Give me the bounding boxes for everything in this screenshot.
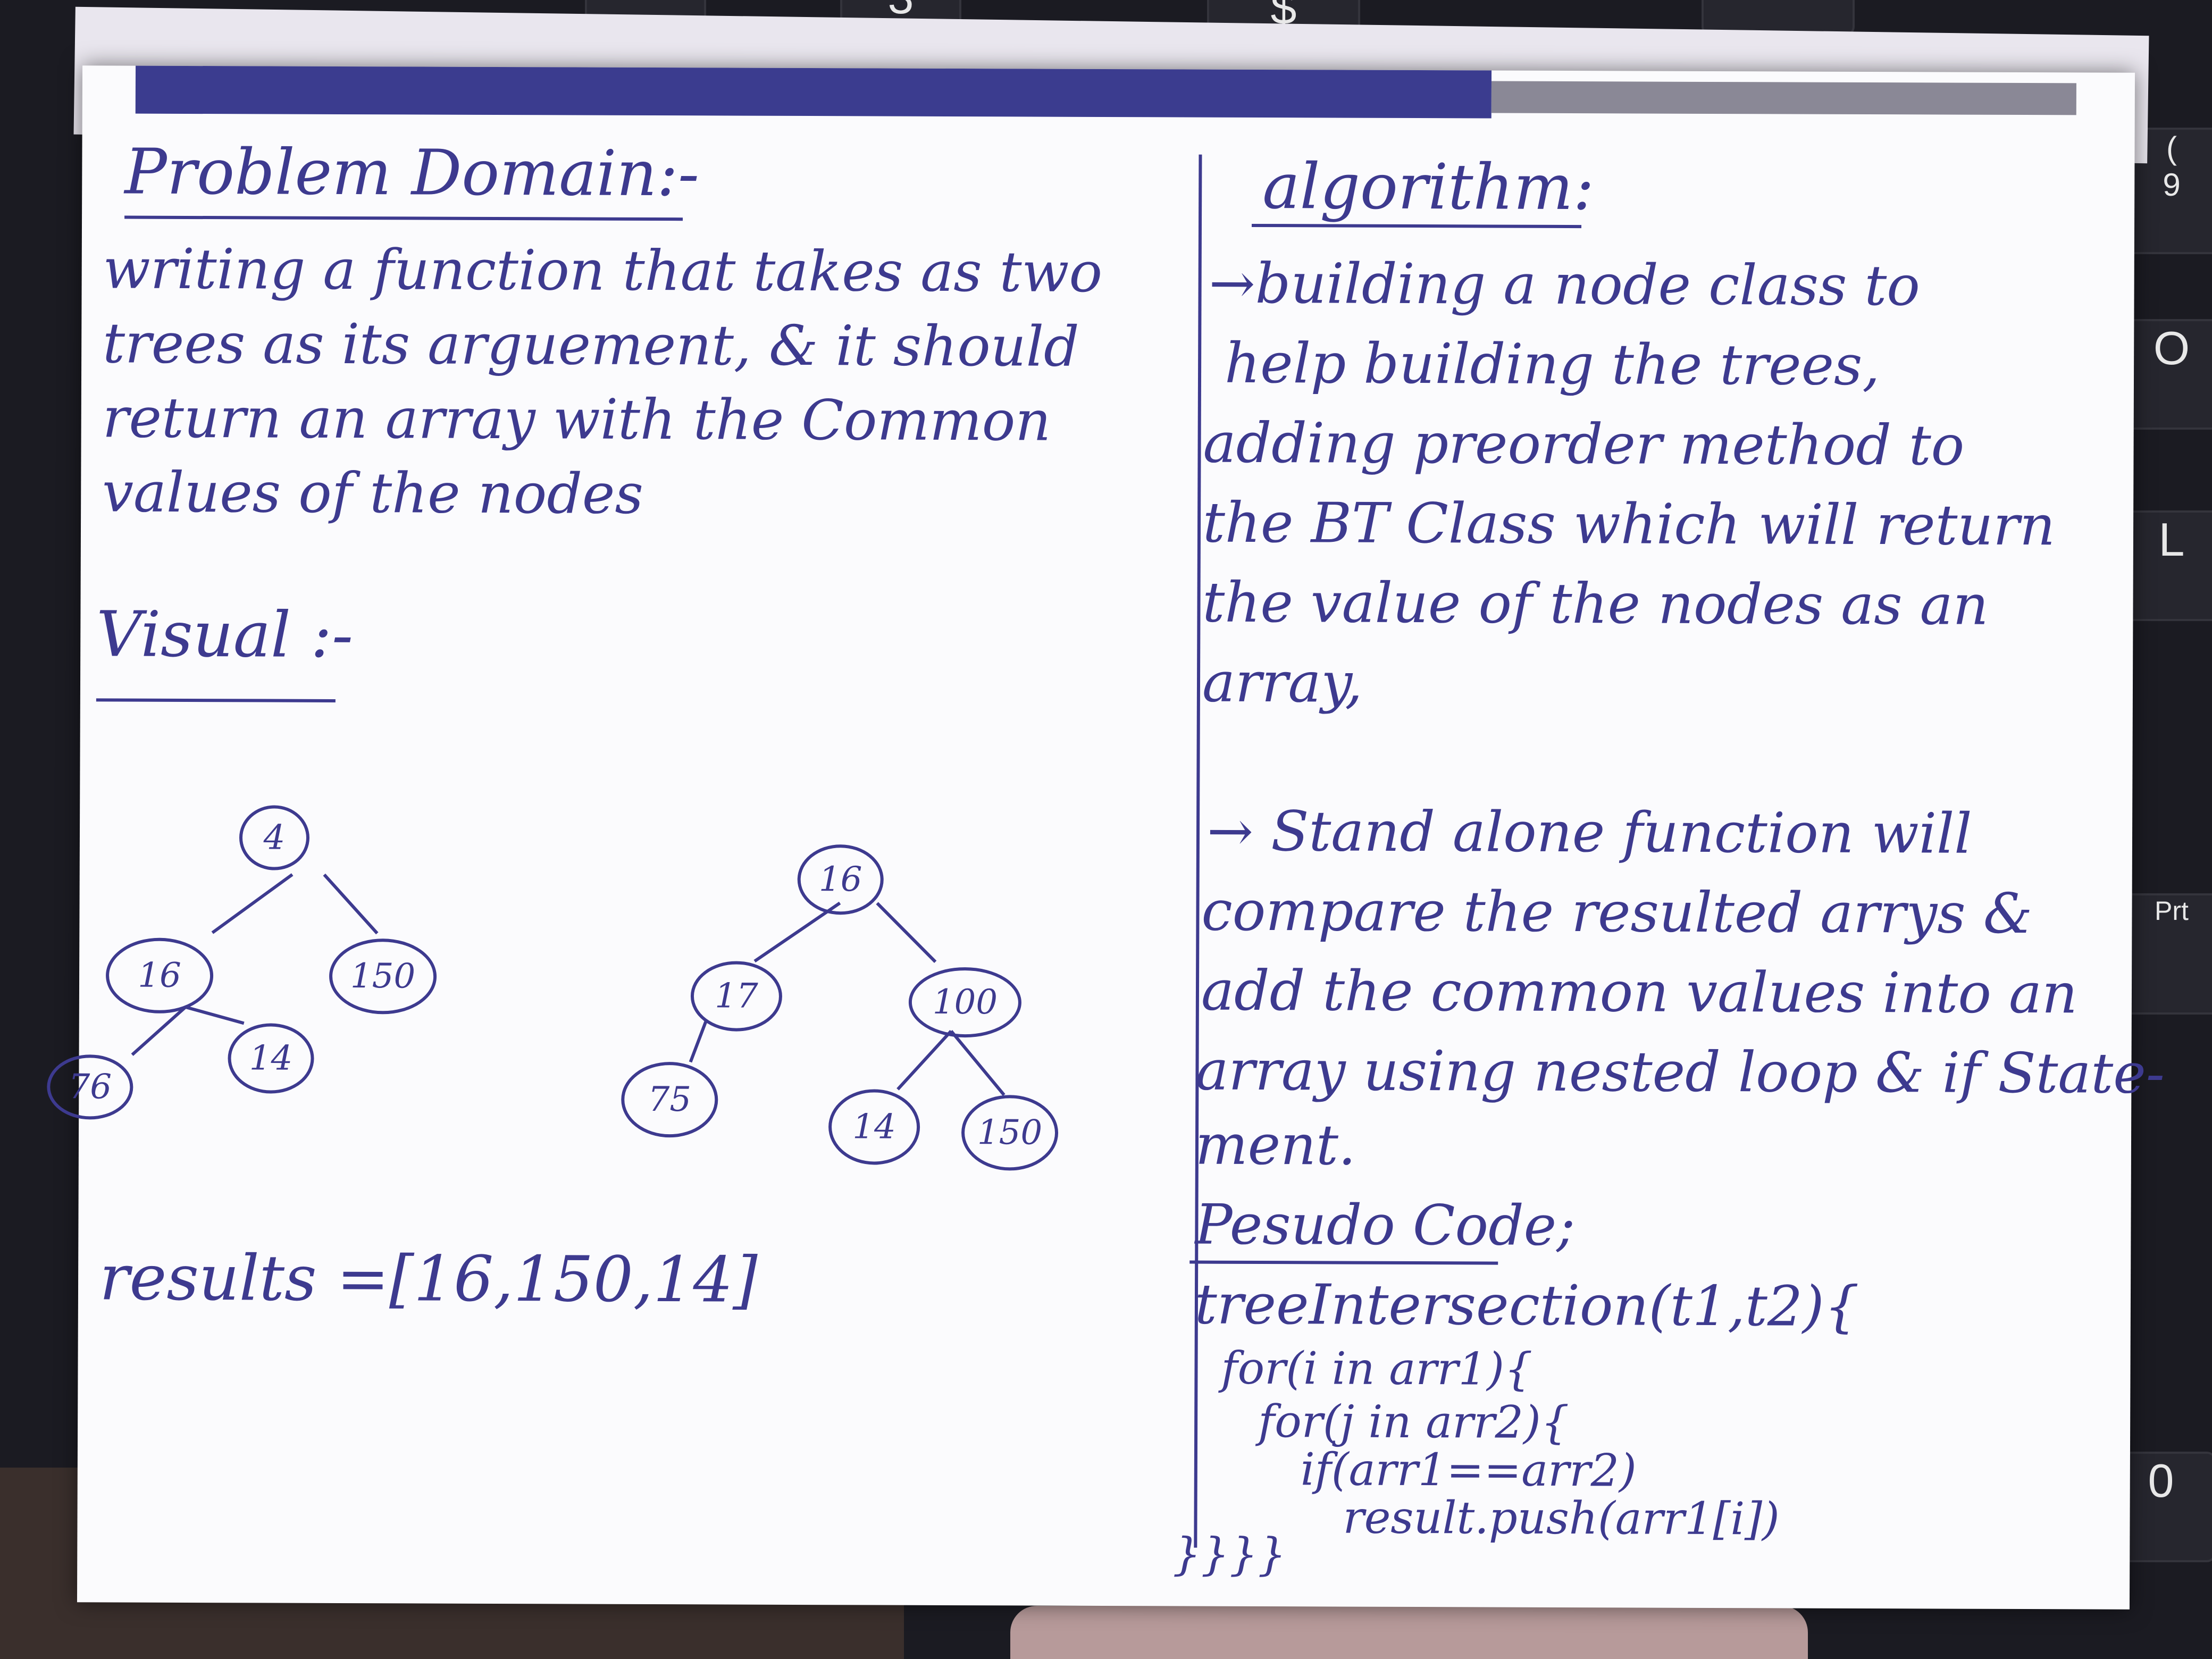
tree2-left-left-node: 75 [621, 1061, 718, 1138]
algorithm-line: ment. [1195, 1112, 1356, 1178]
pseudo-code-line: for(j in arr2){ [1258, 1395, 1570, 1449]
tree1-left-left-node: 76 [47, 1054, 133, 1120]
tree1-right-node: 150 [329, 938, 437, 1015]
algorithm-heading: algorithm: [1262, 149, 1595, 224]
note-paper: Problem Domain:- writing a function that… [47, 65, 2165, 1610]
key-label: 0 [2148, 1454, 2174, 1507]
algorithm-line: → Stand alone function will [1206, 798, 1972, 866]
key-label: Prt [2155, 896, 2189, 926]
tree-edges [131, 873, 1006, 1096]
pseudo-code-line: result.push(arr1[i]) [1343, 1491, 1780, 1545]
tree2-root-node: 16 [797, 844, 884, 915]
algorithm-line: adding preorder method to [1203, 410, 1965, 478]
pseudo-code-heading: Pesudo Code; [1195, 1192, 1576, 1259]
algorithm-line: the BT Class which will return [1202, 490, 2056, 558]
tree1-root-node: 4 [239, 805, 310, 870]
key-label: ( [2166, 130, 2177, 166]
lace-trim [1010, 1606, 1808, 1659]
pseudo-code-line: if(arr1==arr2) [1300, 1443, 1637, 1497]
keyboard-key: Prt [2116, 893, 2212, 1015]
pseudo-code-line: treeIntersection(t1,t2){ [1194, 1271, 1859, 1339]
tree2-right-right-node: 150 [961, 1095, 1059, 1171]
algorithm-line: array, [1202, 649, 1363, 715]
algorithm-line: help building the trees, [1224, 330, 1880, 398]
algorithm-line: compare the resulted arrys & [1201, 878, 2033, 946]
pseudo-code-line: }}}} [1172, 1528, 1287, 1581]
algorithm-line: add the common values into an [1201, 958, 2078, 1026]
key-label: L [2158, 513, 2185, 566]
tree1-left-right-node: 14 [228, 1023, 314, 1094]
algorithm-line: →building a node class to [1209, 250, 1921, 319]
key-label: O [2153, 322, 2190, 374]
algorithm-line: the value of the nodes as an [1202, 569, 1989, 638]
key-label: 9 [2163, 167, 2181, 203]
algorithm-line: array using nested loop & if State- [1195, 1037, 2165, 1106]
tree2-right-node: 100 [908, 967, 1022, 1038]
key-label: F8 [1766, 0, 1791, 4]
tree1-left-node: 16 [105, 937, 214, 1014]
pseudo-code-line: for(i in arr1){ [1221, 1342, 1533, 1395]
tree2-right-left-node: 14 [828, 1089, 920, 1165]
tree2-left-node: 17 [690, 961, 783, 1032]
results-line: results =[16,150,14] [99, 1241, 758, 1317]
